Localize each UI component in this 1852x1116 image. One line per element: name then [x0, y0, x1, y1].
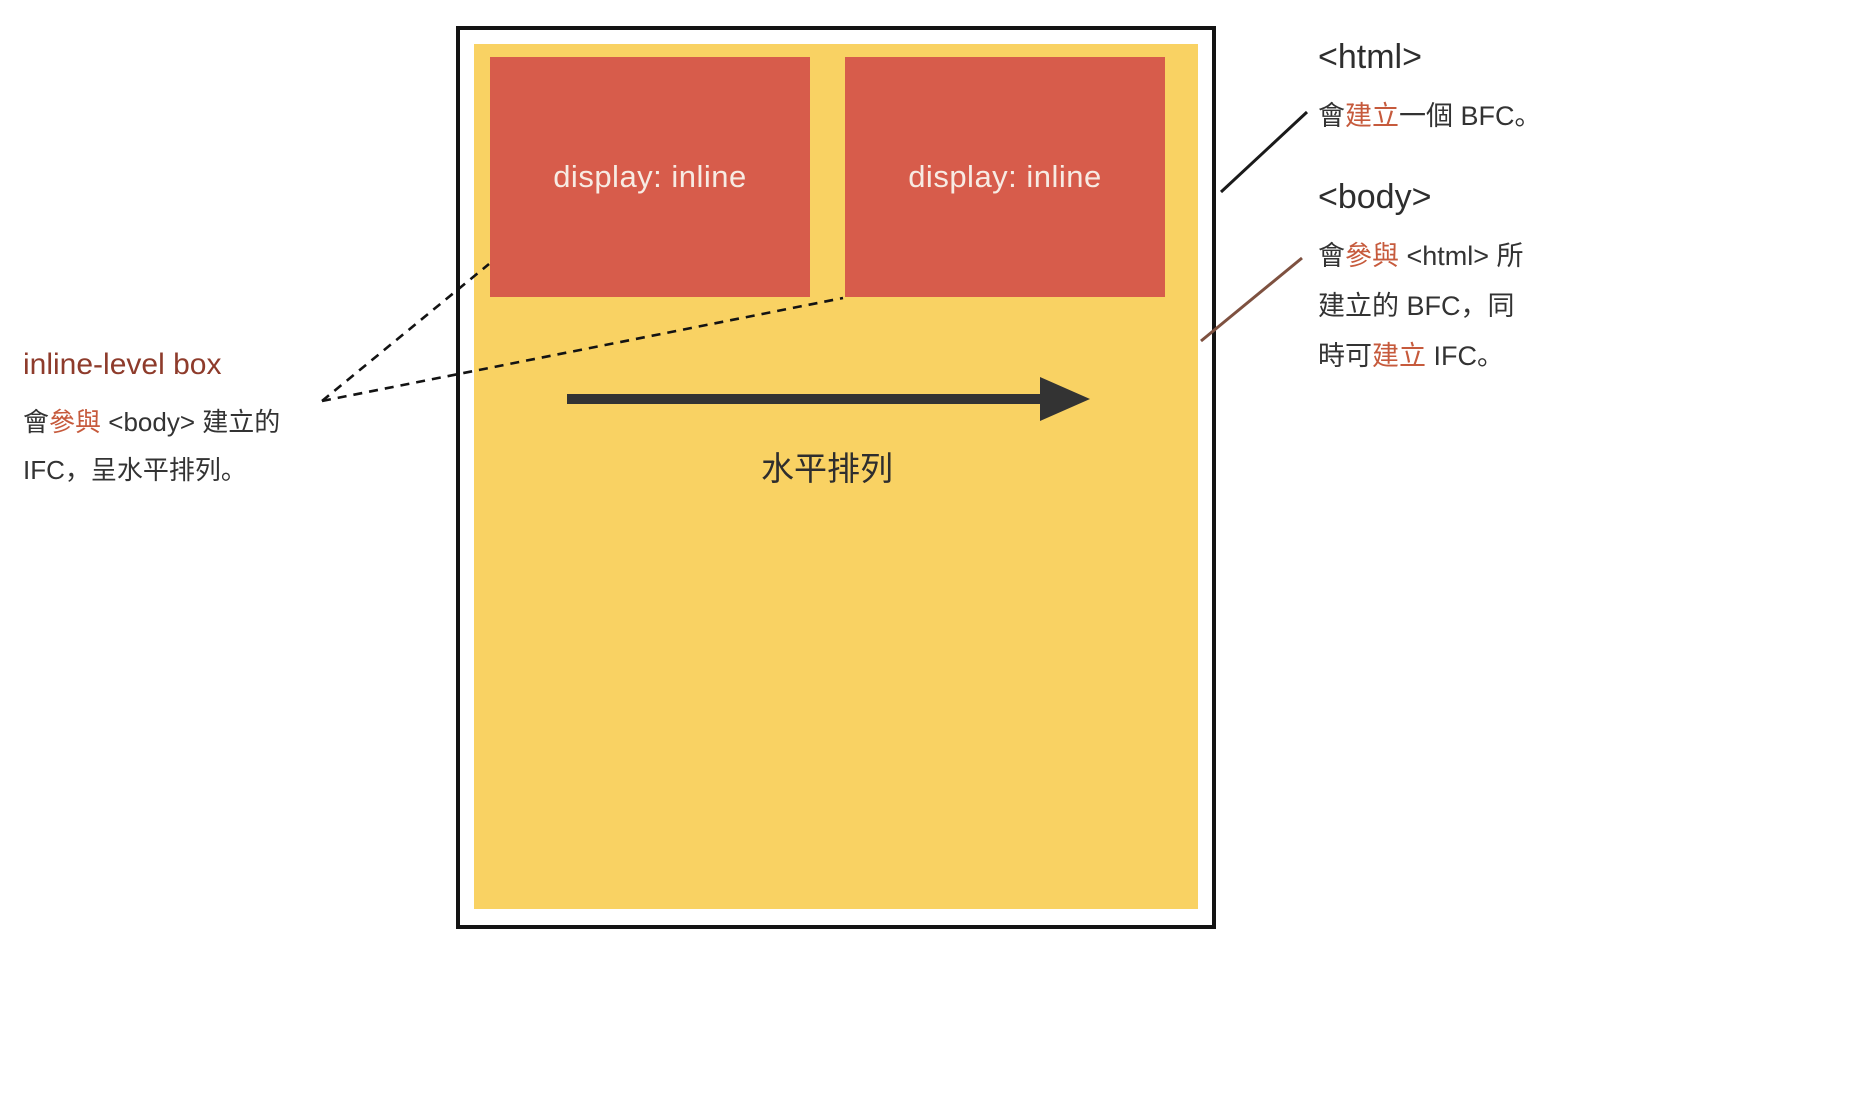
html-connector-line [1219, 110, 1309, 194]
left-note-line-1: 會參與 <body> 建立的 [23, 398, 353, 446]
body-annotation-line-3-seg-1: 時可 [1318, 341, 1372, 371]
inline-level-box-annotation: inline-level box 會參與 <body> 建立的 IFC，呈水平排… [23, 348, 353, 494]
body-annotation-line-1-seg-3: <html> 所 [1399, 241, 1524, 271]
html-annotation-line-1: 會建立一個 BFC。 [1318, 91, 1598, 141]
inline-box-2-label: display: inline [908, 159, 1102, 194]
html-element-box: display: inline display: inline 水平排列 [456, 26, 1216, 929]
inline-box-2: display: inline [845, 57, 1165, 297]
inline-box-1: display: inline [490, 57, 810, 297]
left-note-line-1-seg-3: <body> 建立的 [101, 407, 281, 437]
arrow-caption: 水平排列 [761, 450, 893, 487]
html-annotation-line-1-accent: 建立 [1345, 101, 1399, 131]
html-annotation-line-1-seg-1: 會 [1318, 101, 1345, 131]
body-annotation-line-1: 會參與 <html> 所 [1318, 231, 1598, 281]
body-annotation-line-1-seg-1: 會 [1318, 241, 1345, 271]
left-note-title: inline-level box [23, 348, 222, 381]
body-annotation-line-3-accent: 建立 [1372, 341, 1426, 371]
left-note-line-1-seg-1: 會 [23, 407, 50, 437]
body-element-box: display: inline display: inline 水平排列 [474, 44, 1198, 909]
body-annotation-title: <body> [1318, 178, 1432, 216]
body-annotation-line-1-accent: 參與 [1345, 241, 1399, 271]
body-annotation-line-3: 時可建立 IFC。 [1318, 331, 1598, 381]
body-annotation-line-3-seg-3: IFC。 [1426, 341, 1505, 371]
body-annotation: <body> 會參與 <html> 所 建立的 BFC，同 時可建立 IFC。 [1318, 178, 1598, 381]
html-annotation-title: <html> [1318, 38, 1422, 76]
inline-box-1-label: display: inline [553, 159, 747, 194]
html-annotation: <html> 會建立一個 BFC。 [1318, 38, 1598, 141]
body-annotation-line-2: 建立的 BFC，同 [1318, 291, 1515, 321]
body-connector-line [1200, 256, 1303, 343]
left-note-line-2: IFC，呈水平排列。 [23, 455, 247, 485]
html-annotation-line-1-seg-3: 一個 BFC。 [1399, 101, 1542, 131]
left-note-line-1-accent: 參與 [49, 407, 102, 437]
